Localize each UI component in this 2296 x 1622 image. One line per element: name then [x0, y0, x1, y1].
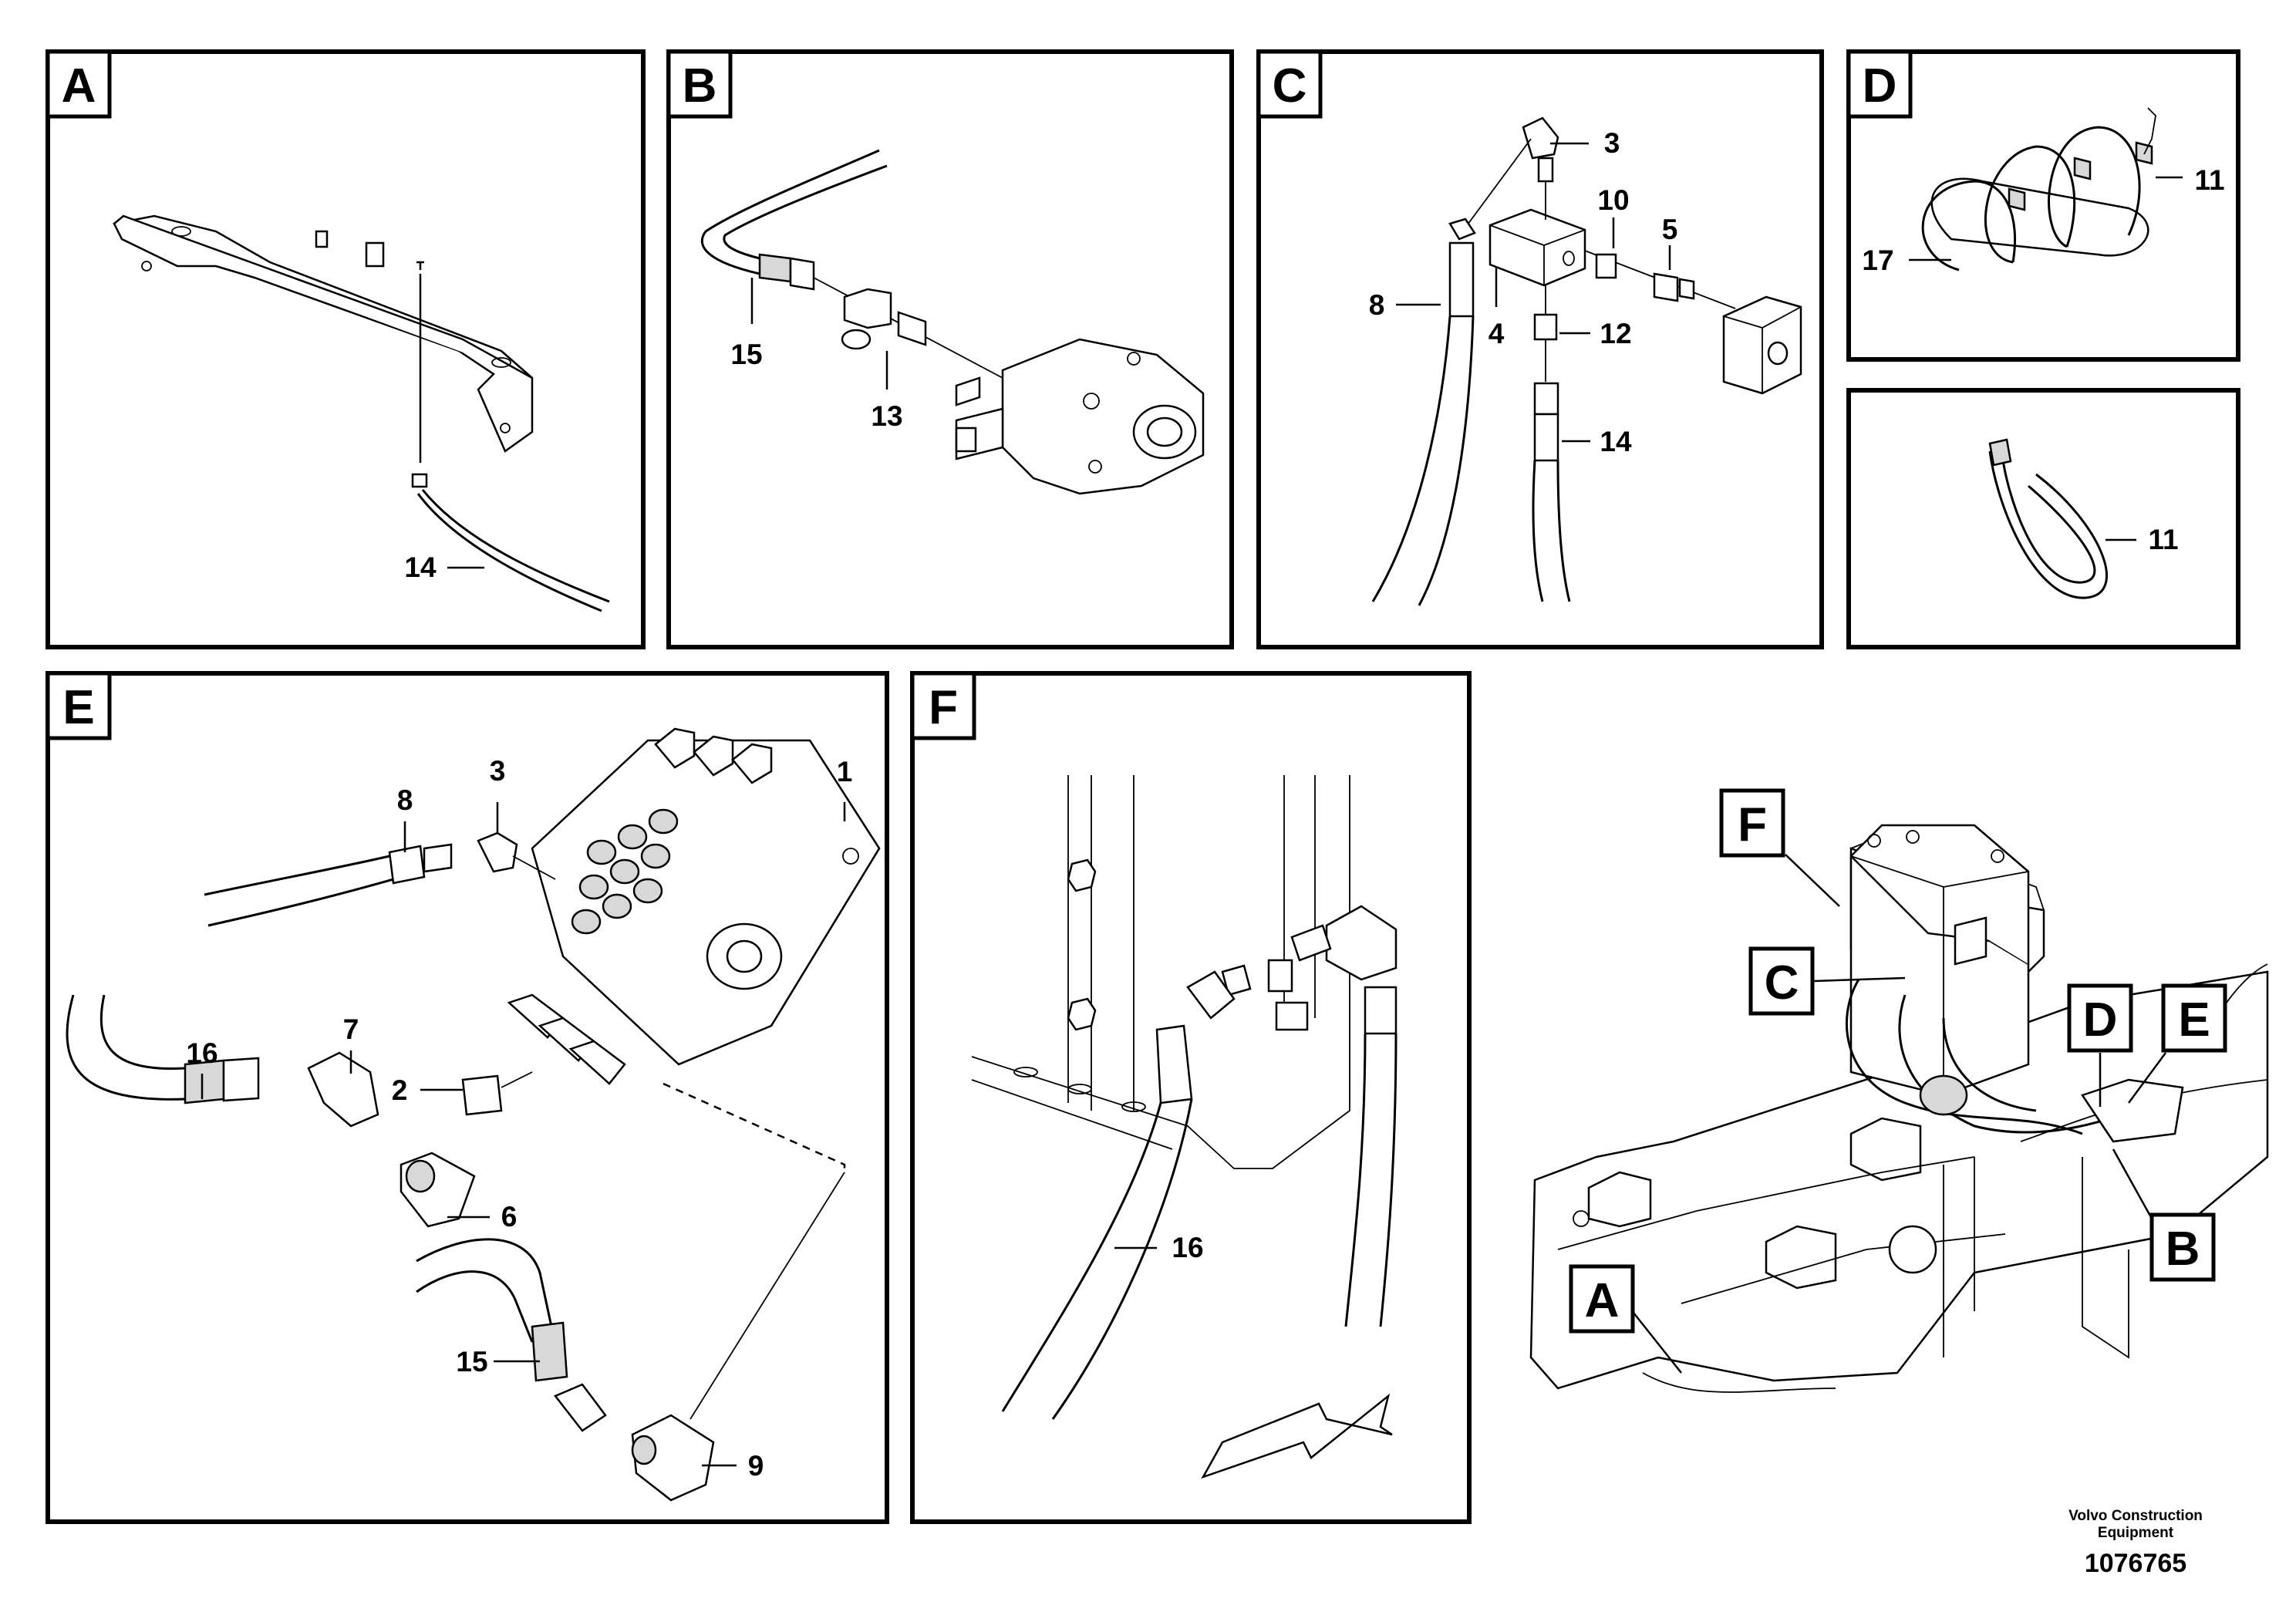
- panel-d: D 11 17: [1846, 49, 2240, 362]
- callout-13: 13: [871, 400, 902, 432]
- callout-15: 15: [730, 339, 762, 370]
- adapter-10-5: [1584, 250, 1736, 309]
- panel-d-label: D: [1863, 59, 1897, 113]
- callout-16: 16: [186, 1037, 217, 1069]
- svg-text:A: A: [1585, 1274, 1620, 1327]
- frame-structure: [971, 775, 1350, 1169]
- elbow-7: [307, 1051, 379, 1128]
- callout-16: 16: [1172, 1232, 1203, 1263]
- callout-15: 15: [456, 1346, 487, 1378]
- hose-14-c: [1532, 382, 1571, 602]
- callout-17: 17: [1862, 244, 1893, 276]
- panel-a: A 14: [46, 49, 646, 649]
- callout-8: 8: [1369, 289, 1385, 321]
- overview-callout-c: C: [1748, 946, 1906, 1016]
- control-valve: [955, 338, 1205, 495]
- overview-callout-f: F: [1719, 788, 1840, 907]
- elbow-6: [400, 1152, 476, 1228]
- svg-text:E: E: [2178, 993, 2210, 1047]
- callout-3: 3: [490, 755, 506, 787]
- callout-5: 5: [1662, 214, 1678, 245]
- panel-b-label: B: [683, 59, 717, 113]
- hose-harness: [1845, 979, 2184, 1143]
- valve-cabinet: [1849, 824, 2030, 1097]
- svg-text:C: C: [1765, 956, 1799, 1010]
- cable-ties-bundle: [1909, 107, 2183, 271]
- callout-1: 1: [837, 756, 853, 787]
- company-name: Volvo Construction Equipment: [2068, 1508, 2203, 1541]
- callout-6: 6: [501, 1201, 518, 1233]
- fitting-f: [1221, 959, 1309, 1031]
- callout-12: 12: [1600, 318, 1631, 349]
- tee-block-4: [1489, 208, 1586, 287]
- svg-text:F: F: [1738, 798, 1767, 851]
- direction-arrow: [1201, 1393, 1393, 1479]
- elbow-3-e: [477, 831, 556, 880]
- fitting-13: [813, 277, 1003, 379]
- panel-f: F: [910, 671, 1472, 1524]
- panel-a-label: A: [62, 59, 96, 113]
- callout-11: 11: [2194, 164, 2224, 196]
- hose-16-e: [66, 994, 260, 1104]
- callout-11: 11: [2148, 524, 2178, 555]
- hose-14-a: [411, 473, 610, 612]
- hose-15-e: [416, 1238, 607, 1432]
- nipple-12: [1533, 285, 1558, 382]
- callout-7: 7: [343, 1013, 359, 1045]
- hose-right-f: [1290, 905, 1397, 1327]
- adapter-2: [461, 1071, 533, 1116]
- port-block: [1722, 295, 1802, 395]
- machine-overview: F C D E B A: [1529, 788, 2269, 1393]
- panel-e: E: [46, 671, 889, 1524]
- callout-10: 10: [1597, 184, 1629, 216]
- panel-c: C: [1256, 49, 1824, 649]
- elbow-fitting-3: [1522, 116, 1559, 220]
- elbow-9: [631, 1172, 845, 1502]
- overview-callout-d: D: [2067, 983, 2133, 1107]
- mounting-bracket: [113, 214, 534, 463]
- overview-callout-a: A: [1569, 1264, 1682, 1374]
- callout-8: 8: [397, 784, 413, 816]
- cable-tie-11: [1988, 438, 2136, 599]
- callout-3: 3: [1604, 127, 1620, 159]
- panel-e-label: E: [62, 681, 94, 734]
- valve-ports: [571, 808, 679, 935]
- svg-text:D: D: [2083, 993, 2118, 1047]
- valve-bank-1: [507, 727, 881, 1085]
- overview-callout-b: B: [2112, 1148, 2216, 1282]
- hose-8-c: [1371, 138, 1532, 606]
- callout-9: 9: [748, 1450, 764, 1482]
- panel-b: B 15 13: [666, 49, 1234, 649]
- panel-cable-tie: 11: [1846, 388, 2240, 649]
- callout-14: 14: [1600, 426, 1632, 457]
- svg-text:B: B: [2166, 1222, 2200, 1276]
- callout-4: 4: [1489, 318, 1505, 349]
- callout-2: 2: [392, 1074, 408, 1106]
- drawing-number: 1076765: [2084, 1549, 2187, 1578]
- hose-16-f: [1001, 970, 1236, 1420]
- overview-callout-e: E: [2127, 983, 2227, 1104]
- panel-f-label: F: [929, 681, 958, 734]
- panel-c-label: C: [1273, 59, 1307, 113]
- hose-15-b: [700, 149, 888, 291]
- hose-8-e: [204, 843, 453, 927]
- callout-14: 14: [404, 551, 437, 583]
